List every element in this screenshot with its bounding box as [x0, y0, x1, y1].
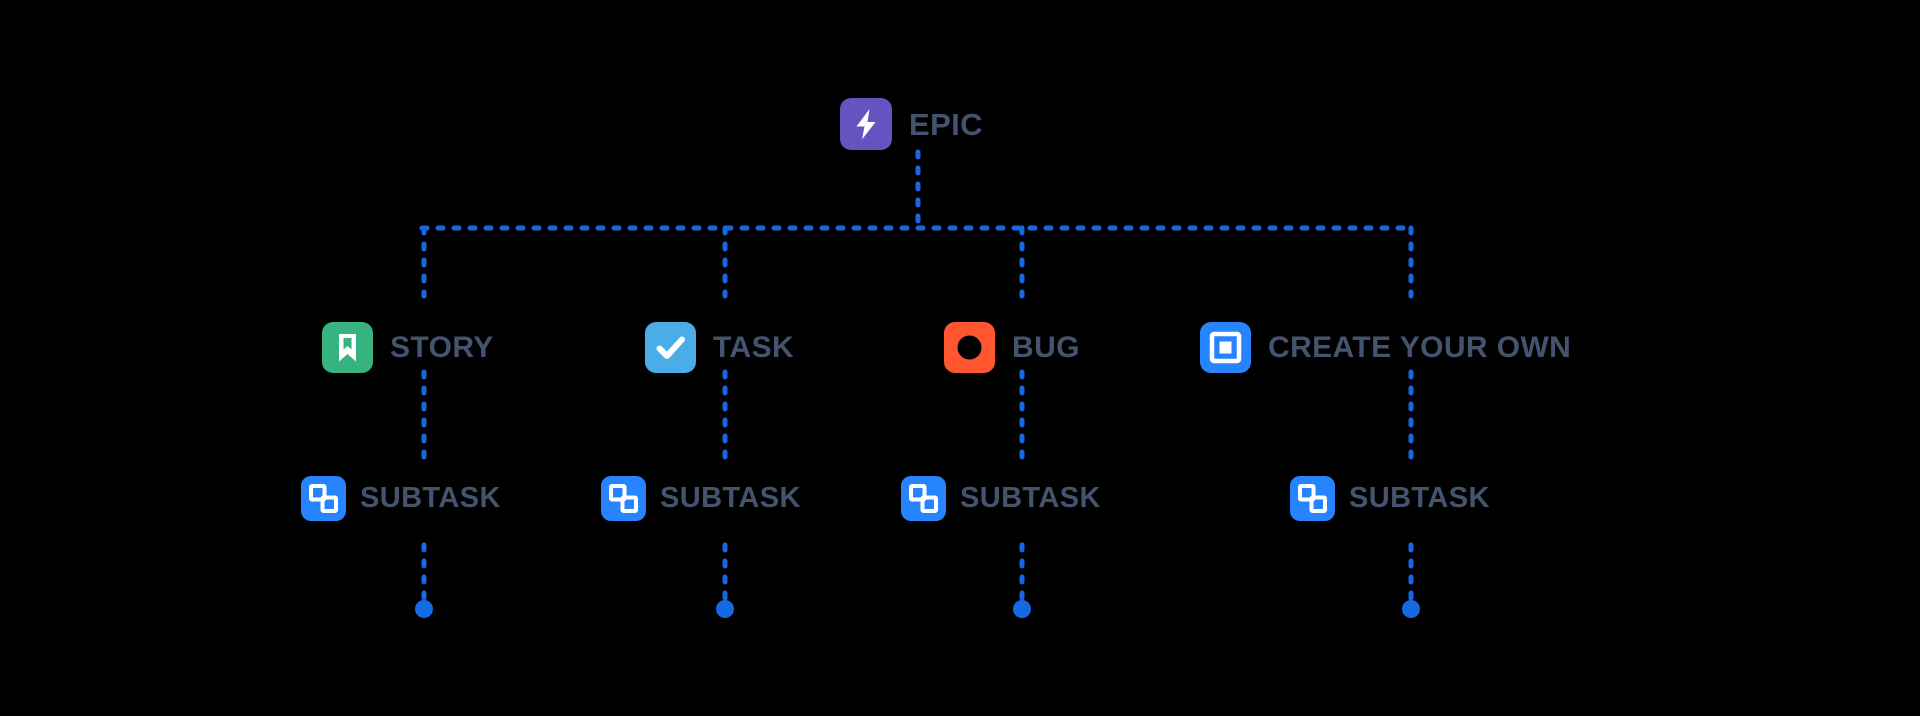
connector-terminal-dot-3	[1402, 600, 1420, 618]
node-task[interactable]: TASK	[645, 322, 794, 373]
node-label-subtask-task: SUBTASK	[660, 482, 801, 514]
node-label-subtask-story: SUBTASK	[360, 482, 501, 514]
connector-terminal-dot-1	[716, 600, 734, 618]
subtask-icon	[901, 476, 946, 521]
lightning-bolt-icon	[840, 98, 892, 150]
node-create-your-own[interactable]: CREATE YOUR OWN	[1200, 322, 1571, 373]
node-label-task: TASK	[713, 330, 795, 364]
bookmark-icon	[322, 322, 373, 373]
connector-terminal-dot-0	[415, 600, 433, 618]
node-label-story: STORY	[390, 330, 494, 364]
node-label-bug: BUG	[1012, 330, 1080, 364]
node-label-epic: EPIC	[909, 106, 983, 142]
node-subtask-story[interactable]: SUBTASK	[301, 476, 501, 521]
node-label-subtask-bug: SUBTASK	[960, 482, 1101, 514]
node-story[interactable]: STORY	[322, 322, 494, 373]
node-label-subtask-custom: SUBTASK	[1349, 482, 1490, 514]
nested-square-icon	[1200, 322, 1251, 373]
node-subtask-bug[interactable]: SUBTASK	[901, 476, 1101, 521]
node-bug[interactable]: BUG	[944, 322, 1080, 373]
subtask-icon	[301, 476, 346, 521]
node-subtask-task[interactable]: SUBTASK	[601, 476, 801, 521]
connector-terminal-dot-2	[1013, 600, 1031, 618]
circle-icon	[944, 322, 995, 373]
check-icon	[645, 322, 696, 373]
node-label-create-your-own: CREATE YOUR OWN	[1268, 330, 1572, 364]
node-epic[interactable]: EPIC	[840, 98, 983, 150]
subtask-icon	[601, 476, 646, 521]
subtask-icon	[1290, 476, 1335, 521]
node-subtask-custom[interactable]: SUBTASK	[1290, 476, 1490, 521]
